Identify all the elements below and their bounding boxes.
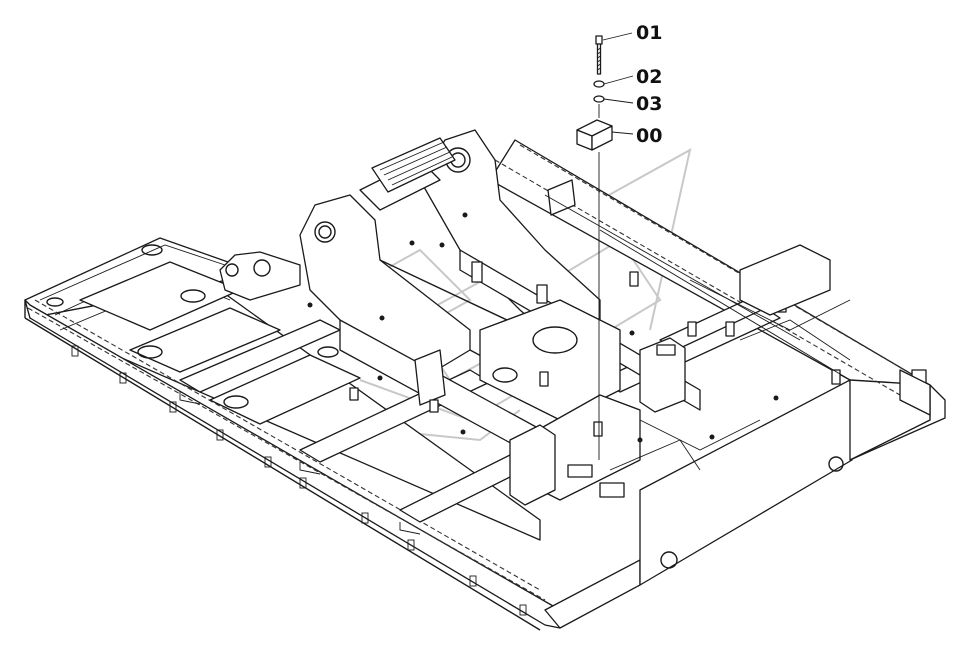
callout-02: 02 xyxy=(636,66,662,88)
exploded-parts xyxy=(576,35,613,460)
bolt-part xyxy=(595,35,603,75)
callout-labels: 01 02 03 00 xyxy=(636,22,662,147)
center-frame xyxy=(219,129,931,506)
callout-leaders xyxy=(602,32,634,135)
spring-washer-part xyxy=(593,95,605,103)
block-part xyxy=(576,119,613,151)
callout-03: 03 xyxy=(636,93,662,115)
callout-01: 01 xyxy=(636,22,662,44)
washer-part xyxy=(593,80,605,88)
callout-00: 00 xyxy=(636,125,662,147)
